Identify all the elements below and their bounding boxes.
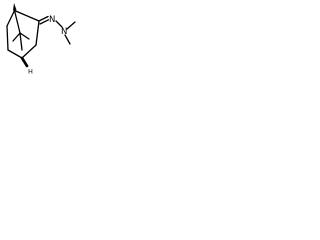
bond-c4-c3 bbox=[21, 44, 37, 59]
bond-n-methyl-down bbox=[64, 34, 71, 45]
bridge-skeleton bbox=[12, 9, 30, 51]
bond-c6-c5 bbox=[6, 25, 9, 51]
bond-c7-c4 bbox=[19, 32, 23, 51]
bond-c7-methyl-b bbox=[19, 32, 30, 40]
bond-c2-n-outer bbox=[38, 15, 49, 22]
bold-bond-h bbox=[20, 56, 29, 68]
bond-c2-n-inner bbox=[39, 19, 50, 25]
bond-n-n bbox=[55, 20, 63, 28]
bond-n-methyl-right bbox=[66, 21, 76, 30]
ring-skeleton bbox=[6, 9, 40, 59]
wedge-bond-methyl bbox=[13, 3, 17, 11]
bond-c7-methyl-a bbox=[12, 32, 21, 42]
hydrogen-label: H bbox=[28, 68, 33, 76]
bond-c3-c2 bbox=[35, 20, 40, 46]
molecule-structure: H N N bbox=[6, 3, 76, 76]
bond-c1-c7 bbox=[13, 9, 21, 34]
imine-double-bond bbox=[38, 15, 50, 25]
nitrogen-amine-label: N bbox=[61, 27, 67, 37]
nitrogen-imine-label: N bbox=[49, 15, 55, 25]
bond-c1-c2 bbox=[13, 9, 40, 22]
bond-c5-c4 bbox=[7, 49, 23, 59]
bond-c1-c6 bbox=[6, 9, 16, 27]
